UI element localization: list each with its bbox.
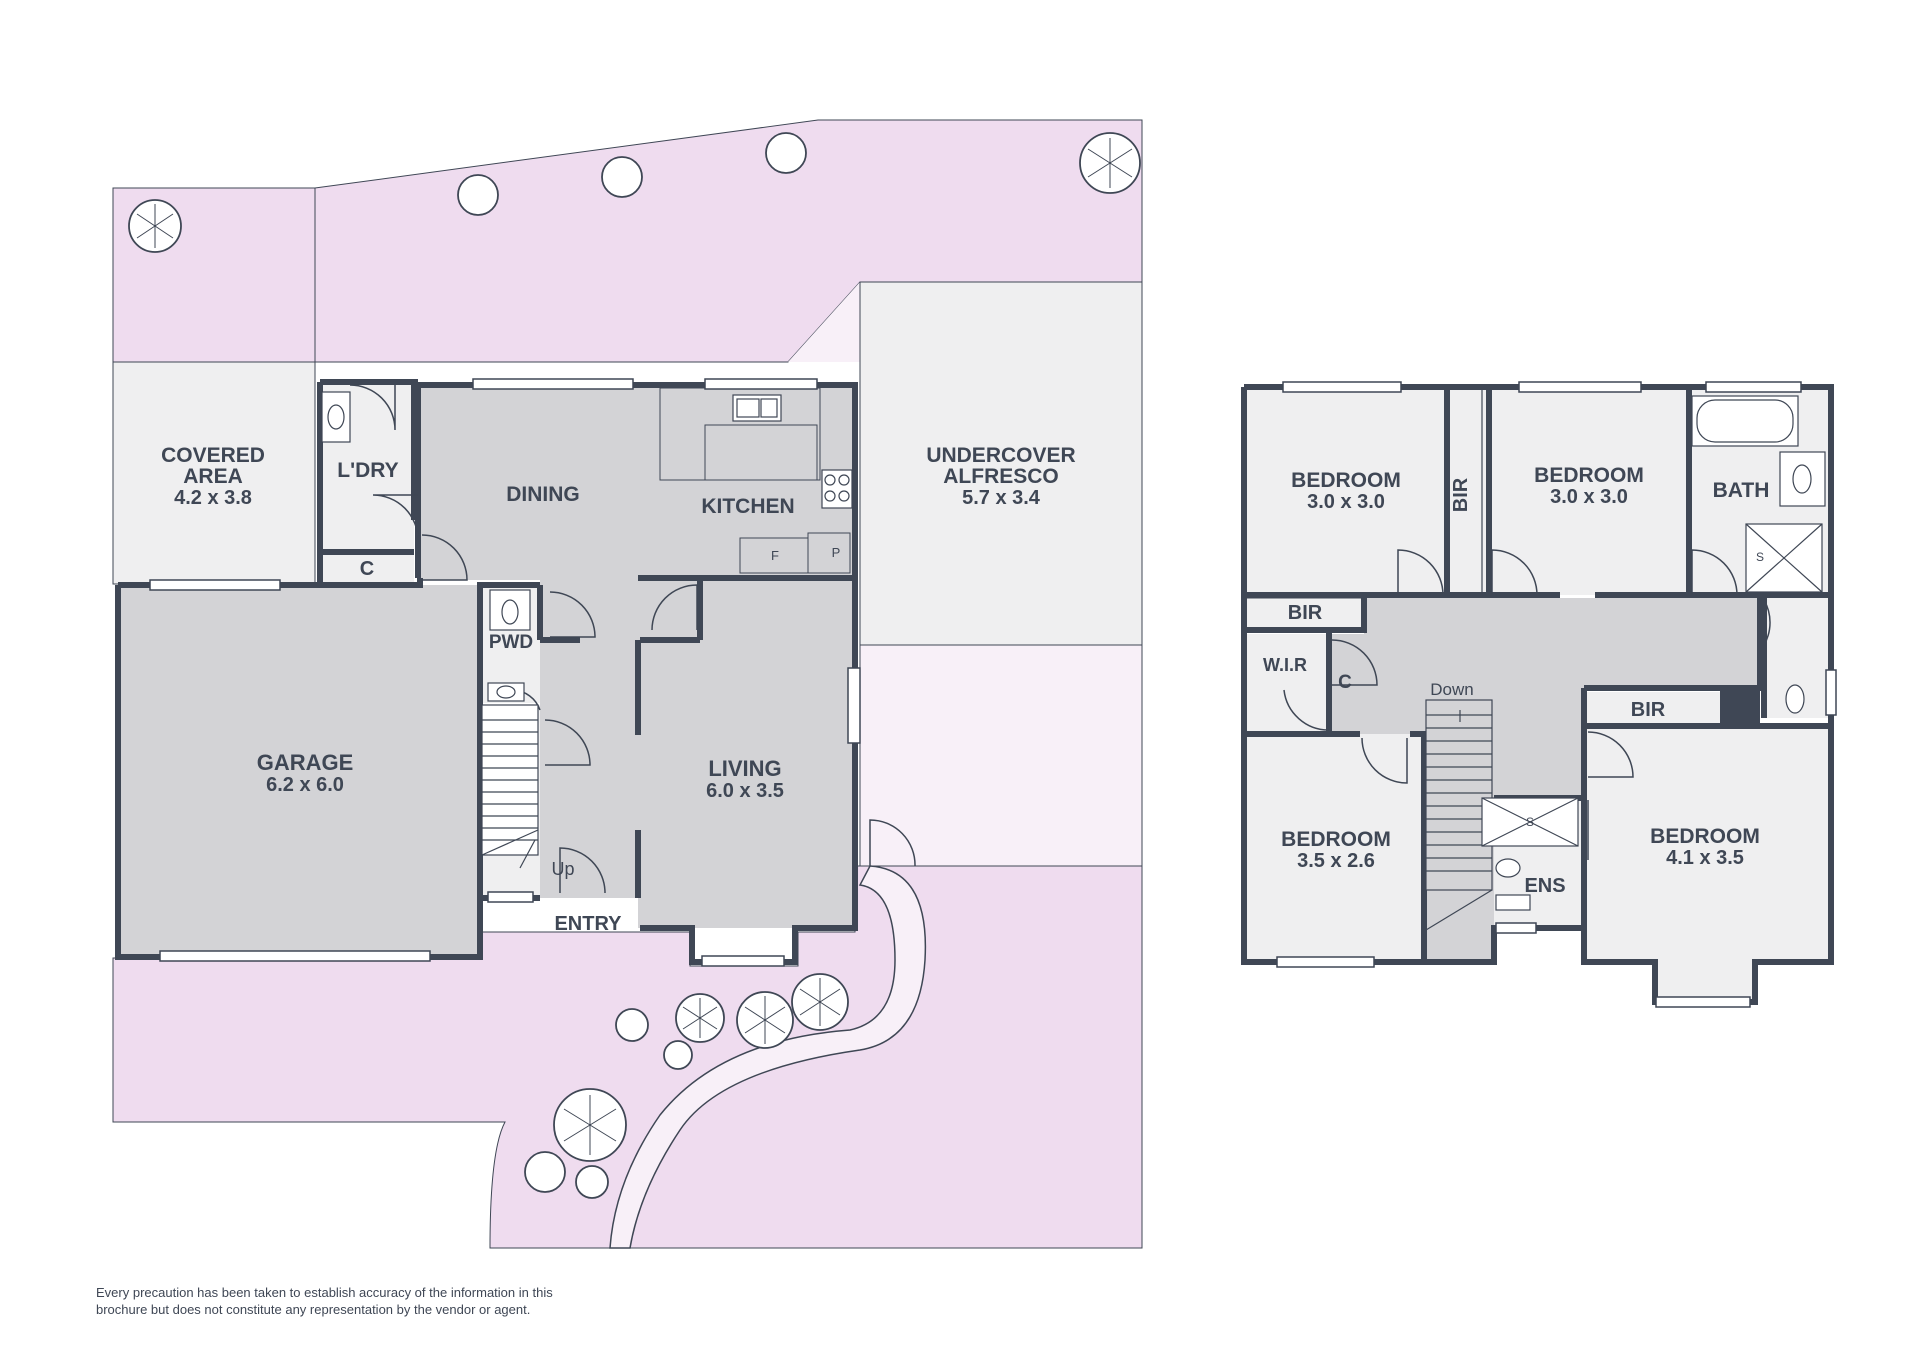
- stairs-up-label: Up: [551, 859, 574, 879]
- tree-icon: [524, 1151, 566, 1193]
- wir-label: W.I.R: [1263, 655, 1307, 675]
- bedroom-2-dims: 3.0 x 3.0: [1550, 486, 1628, 508]
- bedroom-3-label: BEDROOM: [1281, 828, 1391, 851]
- disclaimer: Every precaution has been taken to estab…: [96, 1284, 656, 1318]
- front-path: [609, 865, 927, 1249]
- bedroom-1-room: [1244, 390, 1447, 595]
- trees: [128, 132, 1141, 1199]
- bir-left-room: [1244, 598, 1364, 628]
- covered-area-dims: 4.2 x 3.8: [174, 487, 252, 509]
- cupboard-label: C: [1338, 672, 1352, 693]
- kitchen-label: KITCHEN: [701, 495, 794, 518]
- pantry-box: [807, 532, 851, 574]
- bedroom-1-dims: 3.0 x 3.0: [1307, 491, 1385, 513]
- bedroom-3-dims: 3.5 x 2.6: [1297, 850, 1375, 872]
- fixtures-ground: [321, 391, 853, 702]
- bath-shower-label: S: [1756, 550, 1764, 564]
- laundry-label: L'DRY: [337, 459, 398, 482]
- bedroom-4-bay: [1655, 959, 1755, 999]
- garage-room: [118, 585, 480, 957]
- alfresco-label-2: ALFRESCO: [943, 465, 1059, 488]
- bedroom-4-dims: 4.1 x 3.5: [1666, 847, 1744, 869]
- entry-label: ENTRY: [554, 913, 622, 935]
- undercover-alfresco: [859, 281, 1143, 646]
- tree-icon: [615, 1008, 649, 1042]
- living-label: LIVING: [708, 756, 781, 781]
- tree-icon: [457, 174, 499, 216]
- ensuite-shower-label: S: [1526, 815, 1534, 829]
- duct-block: [1720, 690, 1760, 724]
- bir-vertical-room: [1449, 390, 1487, 595]
- dining-label: DINING: [506, 483, 580, 506]
- tree-icon: [601, 156, 643, 198]
- powder-label: PWD: [489, 632, 533, 653]
- bedroom-4-room: [1587, 726, 1828, 959]
- laundry-cupboard-label: C: [360, 558, 374, 580]
- bedroom-3-room: [1244, 734, 1424, 959]
- tree-details: [136, 138, 1133, 1155]
- tree-icon: [575, 1165, 609, 1199]
- garage-dims: 6.2 x 6.0: [266, 774, 344, 796]
- bir-vertical-label: BIR: [1450, 477, 1472, 512]
- stairs-ground: [481, 704, 539, 869]
- bedroom-1-label: BEDROOM: [1291, 469, 1401, 492]
- tree-icon: [765, 132, 807, 174]
- disclaimer-line-1: Every precaution has been taken to estab…: [96, 1285, 553, 1300]
- disclaimer-line-2: brochure but does not constitute any rep…: [96, 1302, 531, 1317]
- alfresco-label: UNDERCOVER: [926, 444, 1075, 467]
- windows-ground: [149, 378, 861, 967]
- kitchen-island: [704, 424, 818, 481]
- tree-icon: [663, 1040, 693, 1070]
- alfresco-dims: 5.7 x 3.4: [962, 487, 1041, 509]
- covered-area: [112, 361, 316, 585]
- covered-area-label-2: AREA: [183, 465, 243, 488]
- upper-floor: [1241, 381, 1837, 1008]
- ensuite-label: ENS: [1524, 875, 1565, 897]
- bedroom-4-label: BEDROOM: [1650, 825, 1760, 848]
- pantry-label: P: [832, 545, 841, 560]
- hall-zone: [540, 578, 640, 898]
- wir-room: [1244, 634, 1329, 734]
- living-room: [638, 578, 855, 928]
- bath-label: BATH: [1713, 479, 1770, 502]
- fridge-label: F: [771, 548, 779, 563]
- bir-left-label: BIR: [1288, 602, 1323, 624]
- upper-labels: BEDROOM 3.0 x 3.0 BEDROOM 3.0 x 3.0 BIR …: [1263, 464, 1769, 897]
- living-dims: 6.0 x 3.5: [706, 780, 784, 802]
- covered-area-label: COVERED: [161, 444, 265, 467]
- site-yard: [112, 119, 1143, 1249]
- upper-hall-3: [1494, 688, 1584, 798]
- ground-labels: COVERED AREA 4.2 x 3.8 L'DRY C DINING KI…: [161, 444, 1076, 935]
- garage-label: GARAGE: [257, 750, 354, 775]
- bir-right-label: BIR: [1631, 699, 1666, 721]
- side-path: [788, 282, 1142, 866]
- stairs-down-label: Down: [1430, 680, 1473, 699]
- fridge-box: [739, 537, 809, 574]
- side-yard: [859, 644, 1143, 868]
- bedroom-2-label: BEDROOM: [1534, 464, 1644, 487]
- doors-ground: [349, 384, 916, 894]
- bir-right-room: [1587, 692, 1725, 724]
